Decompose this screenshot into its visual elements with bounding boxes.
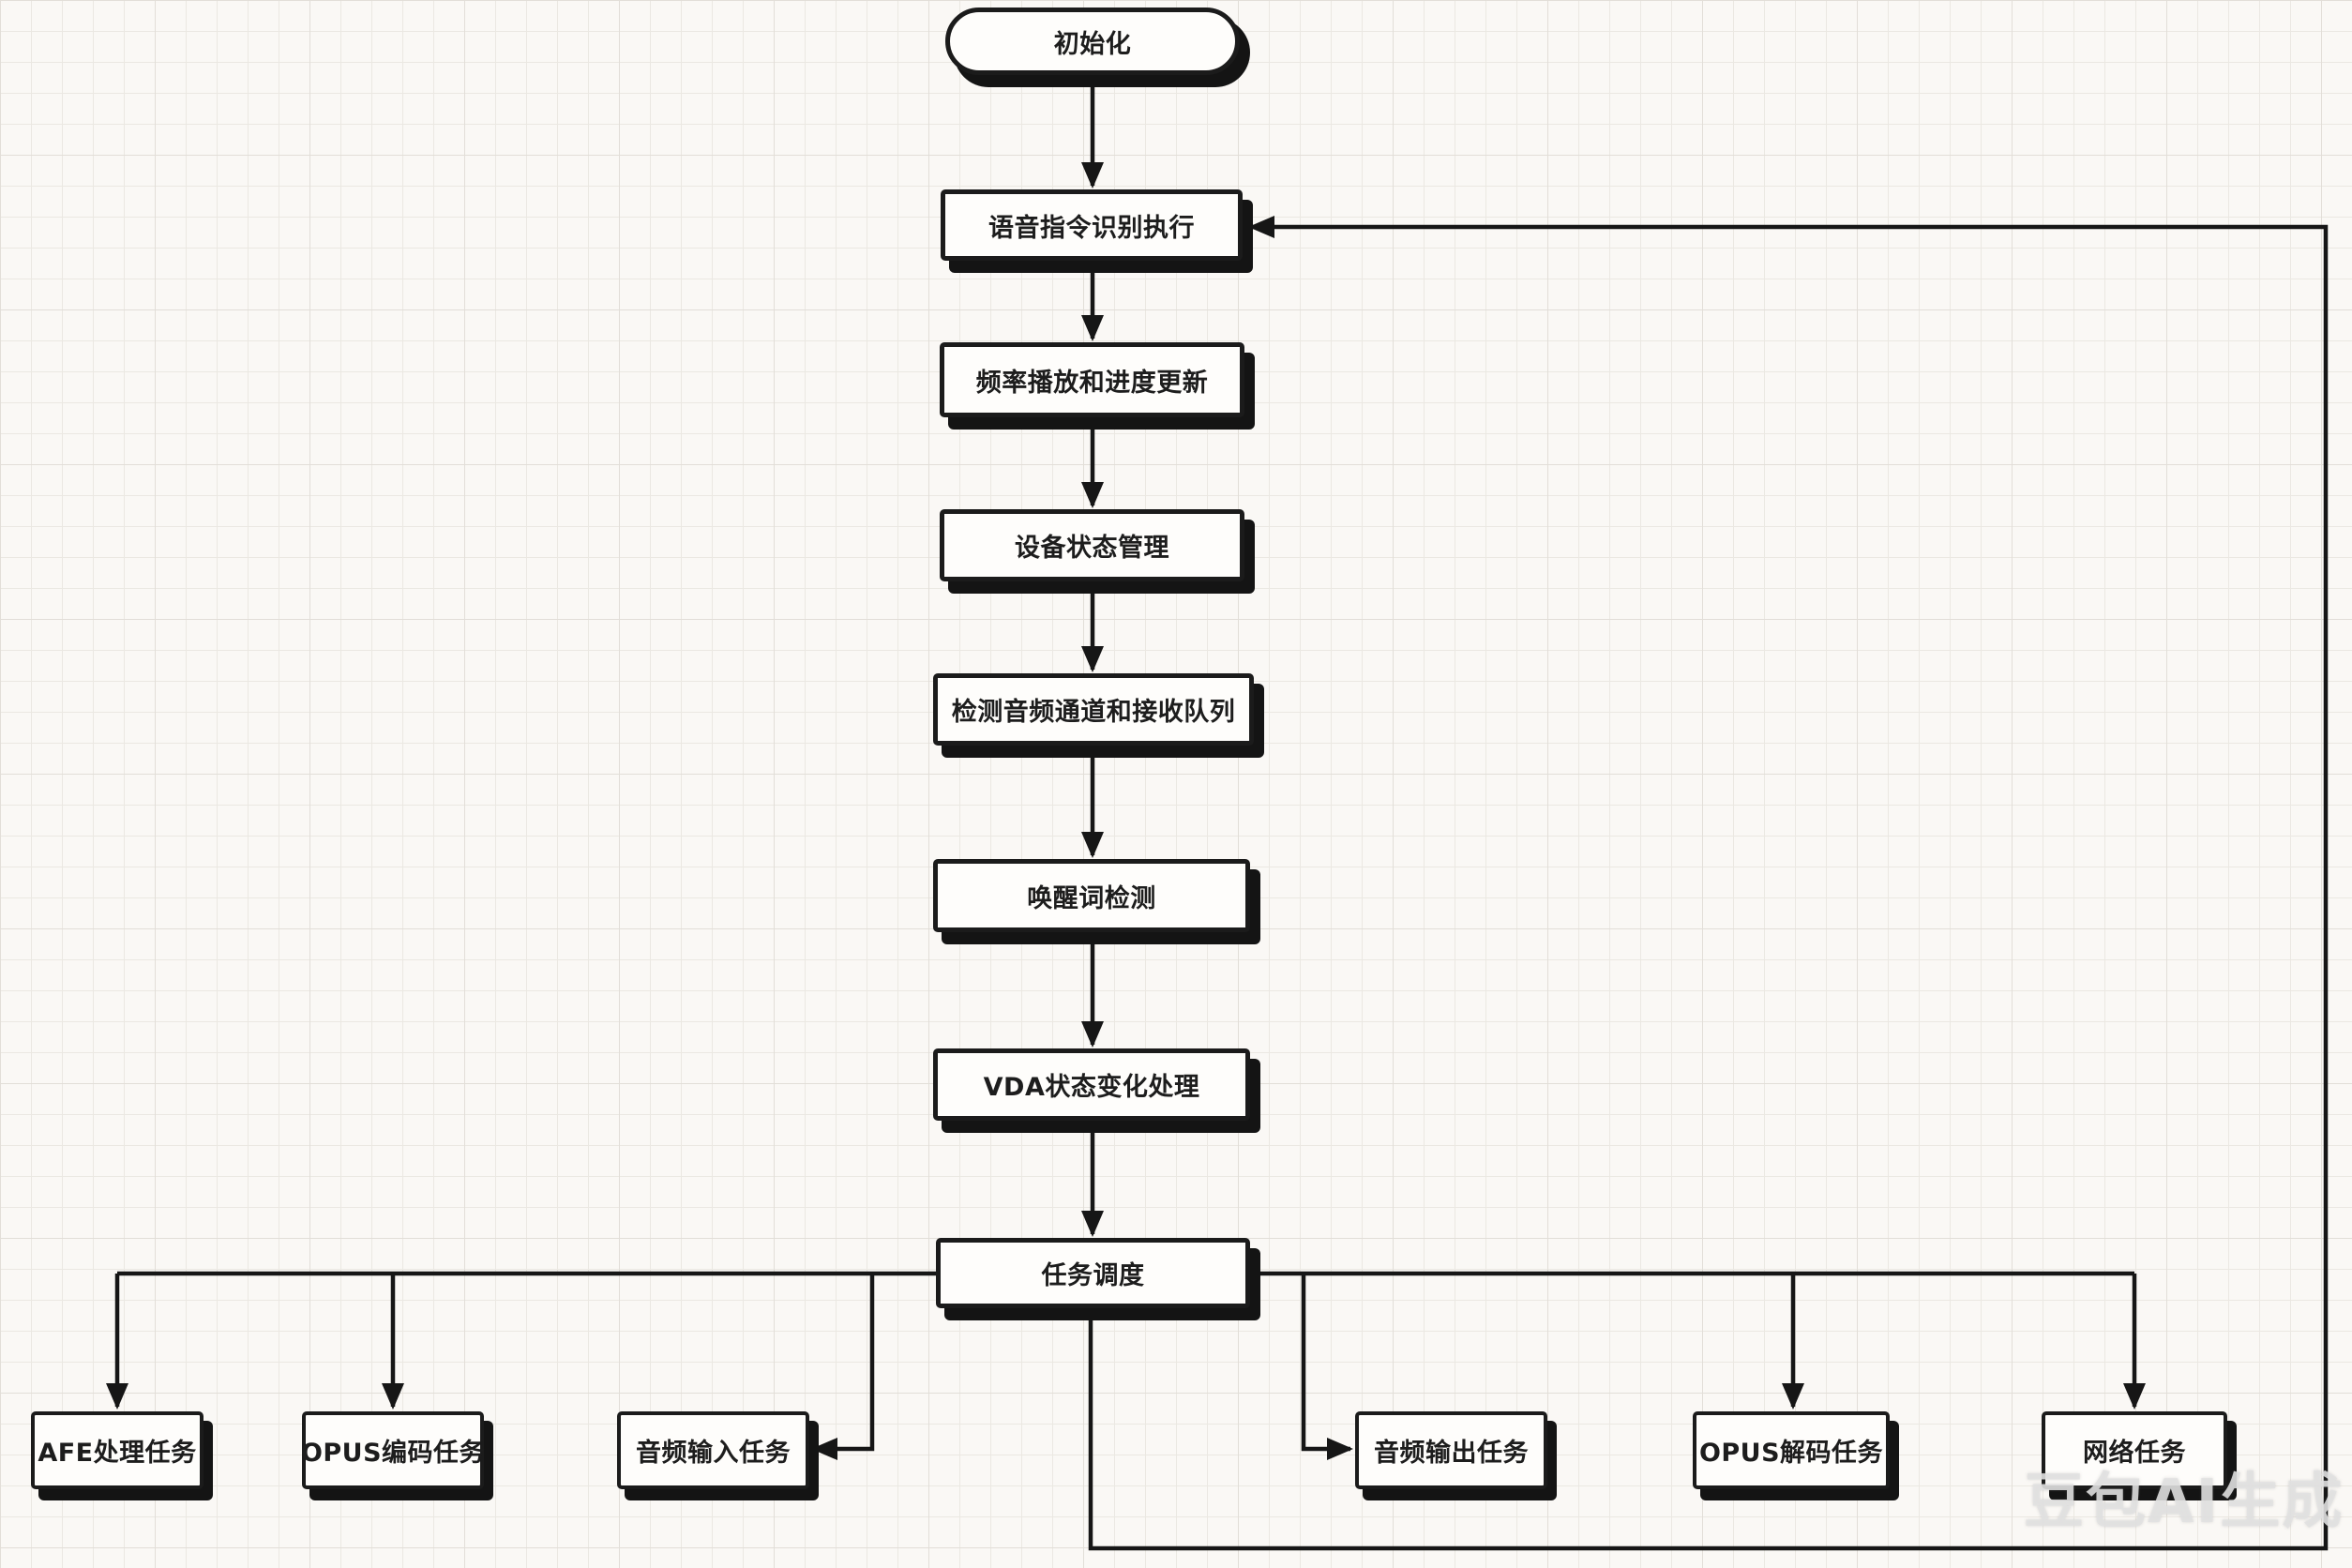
node-opus-decode-task-label: OPUS解码任务	[1698, 1439, 1884, 1468]
node-opus-encode-task-label: OPUS编码任务	[300, 1439, 486, 1468]
node-network-task-label: 网络任务	[2083, 1439, 2186, 1468]
node-init: 初始化	[945, 8, 1240, 75]
node-freq-play: 频率播放和进度更新	[940, 342, 1244, 417]
node-task-schedule-label: 任务调度	[1041, 1261, 1145, 1290]
node-freq-play-label: 频率播放和进度更新	[975, 368, 1209, 398]
node-afe-task-label: AFE处理任务	[38, 1439, 197, 1468]
node-device-state: 设备状态管理	[940, 509, 1244, 581]
connector-scheduler-to-audio-input-task	[811, 1274, 875, 1460]
node-vda-state-label: VDA状态变化处理	[983, 1073, 1200, 1102]
connector-scheduler-to-audio-output-task	[1301, 1274, 1353, 1460]
node-opus-encode-task: OPUS编码任务	[300, 1411, 486, 1489]
node-init-label: 初始化	[1053, 29, 1132, 59]
node-audio-output-task-label: 音频输出任务	[1374, 1439, 1529, 1468]
node-audio-input-task: 音频输入任务	[617, 1411, 809, 1489]
node-voice-command-label: 语音指令识别执行	[988, 213, 1195, 243]
node-audio-output-task: 音频输出任务	[1355, 1411, 1547, 1489]
node-task-schedule: 任务调度	[936, 1238, 1250, 1308]
node-wake-word: 唤醒词检测	[933, 859, 1250, 932]
node-opus-decode-task: OPUS解码任务	[1693, 1411, 1890, 1489]
watermark: 豆包AI生成	[2024, 1468, 2344, 1537]
node-audio-input-task-label: 音频输入任务	[636, 1439, 791, 1468]
node-afe-task: AFE处理任务	[31, 1411, 204, 1489]
node-audio-channel: 检测音频通道和接收队列	[933, 673, 1254, 746]
node-network-task: 网络任务	[2042, 1411, 2227, 1489]
node-vda-state: VDA状态变化处理	[933, 1048, 1250, 1121]
node-audio-channel-label: 检测音频通道和接收队列	[951, 698, 1236, 727]
node-voice-command: 语音指令识别执行	[941, 189, 1243, 261]
connector-scheduler-to-voice-command-feedback-loop	[1088, 216, 2329, 1551]
node-device-state-label: 设备状态管理	[1015, 534, 1169, 563]
node-wake-word-label: 唤醒词检测	[1027, 883, 1156, 913]
